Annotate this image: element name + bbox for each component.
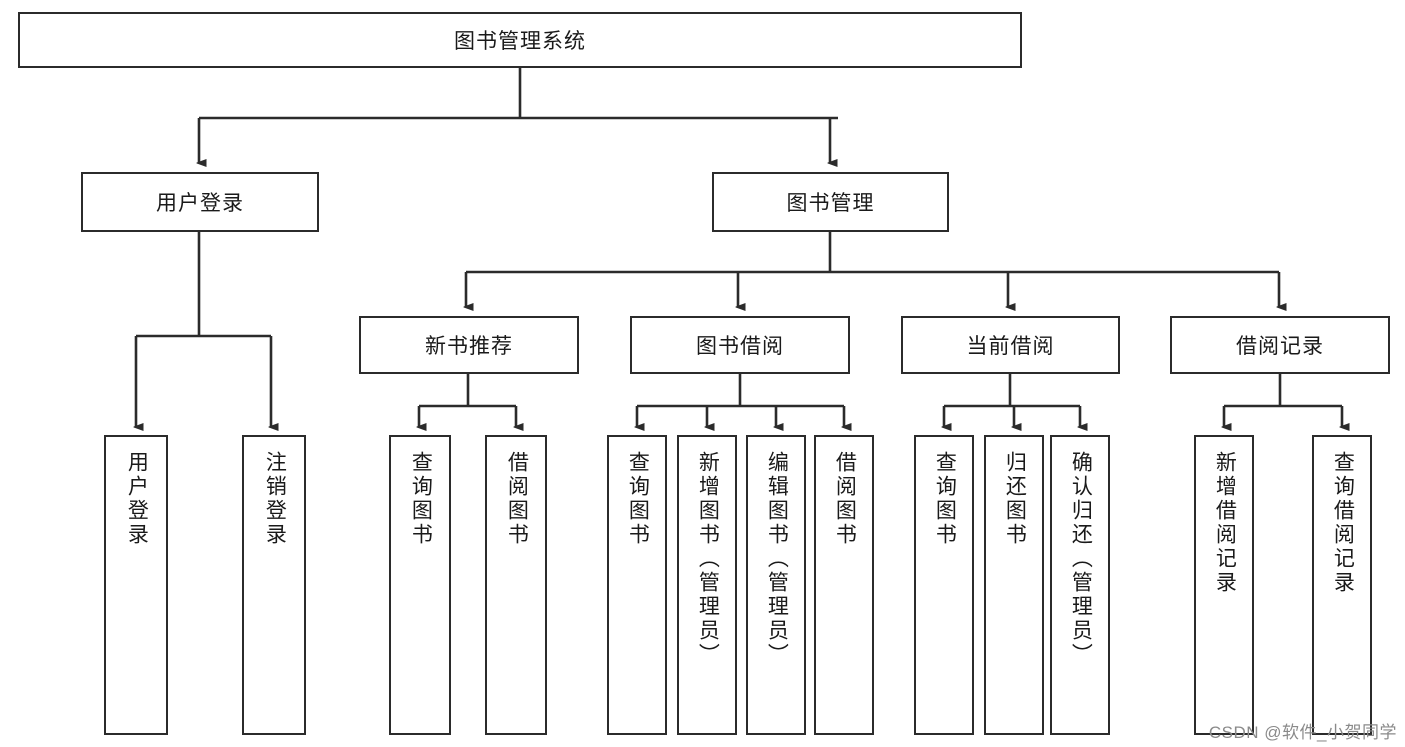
node-label: 新书推荐 <box>425 335 513 358</box>
node-label: 注销登录 <box>263 451 287 547</box>
node-user-login[interactable]: 用户登录 <box>81 172 319 232</box>
node-label: 借阅记录 <box>1236 335 1324 358</box>
node-label: 图书管理 <box>786 192 875 215</box>
node-label: 归还图书 <box>1003 451 1027 547</box>
node-book-management[interactable]: 图书管理 <box>712 172 949 232</box>
node-label: 新增借阅记录 <box>1213 451 1237 595</box>
node-label: 用户登录 <box>156 192 244 215</box>
leaf-add-book-admin[interactable]: 新增图书（管理员） <box>677 435 737 735</box>
leaf-query-borrow-record[interactable]: 查询借阅记录 <box>1312 435 1372 735</box>
node-root-system[interactable]: 图书管理系统 <box>18 12 1022 68</box>
leaf-borrow-books-recommend[interactable]: 借阅图书 <box>485 435 547 735</box>
watermark-text: CSDN @软件_小贺同学 <box>1208 723 1397 742</box>
leaf-borrow-book[interactable]: 借阅图书 <box>814 435 874 735</box>
leaf-return-book[interactable]: 归还图书 <box>984 435 1044 735</box>
node-label: 图书管理系统 <box>454 30 586 53</box>
leaf-user-login[interactable]: 用户登录 <box>104 435 168 735</box>
node-current-borrow[interactable]: 当前借阅 <box>901 316 1120 374</box>
node-label: 借阅图书 <box>505 451 529 547</box>
node-label: 借阅图书 <box>833 451 857 547</box>
leaf-add-borrow-record[interactable]: 新增借阅记录 <box>1194 435 1254 735</box>
node-label: 用户登录 <box>125 451 149 547</box>
node-label: 查询图书 <box>626 451 650 547</box>
node-book-borrow[interactable]: 图书借阅 <box>630 316 850 374</box>
leaf-confirm-return-admin[interactable]: 确认归还（管理员） <box>1050 435 1110 735</box>
leaf-query-books-borrow[interactable]: 查询图书 <box>607 435 667 735</box>
node-label: 图书借阅 <box>696 335 784 358</box>
node-label: 当前借阅 <box>966 335 1055 358</box>
node-new-book-recommend[interactable]: 新书推荐 <box>359 316 579 374</box>
node-label: 编辑图书（管理员） <box>765 451 789 667</box>
node-label: 新增图书（管理员） <box>696 451 720 667</box>
leaf-edit-book-admin[interactable]: 编辑图书（管理员） <box>746 435 806 735</box>
node-label: 查询图书 <box>409 451 433 547</box>
leaf-query-books-current[interactable]: 查询图书 <box>914 435 974 735</box>
node-label: 查询借阅记录 <box>1331 451 1355 595</box>
node-label: 确认归还（管理员） <box>1069 451 1093 667</box>
node-borrow-records[interactable]: 借阅记录 <box>1170 316 1390 374</box>
leaf-user-logout[interactable]: 注销登录 <box>242 435 306 735</box>
node-label: 查询图书 <box>933 451 957 547</box>
leaf-query-books-recommend[interactable]: 查询图书 <box>389 435 451 735</box>
